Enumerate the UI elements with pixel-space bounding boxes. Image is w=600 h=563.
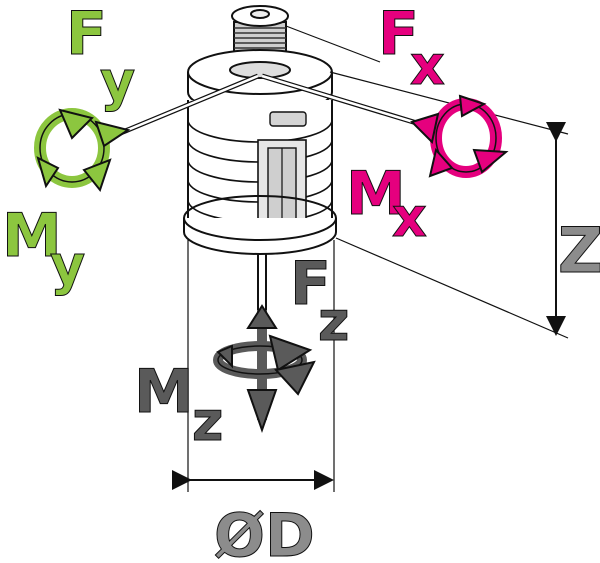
svg-text:z: z [192, 390, 223, 453]
svg-text:x: x [410, 34, 445, 97]
svg-text:F: F [378, 0, 419, 69]
fy-force-line-inner [117, 74, 259, 136]
svg-text:M: M [346, 159, 406, 229]
svg-text:x: x [392, 186, 427, 249]
mx-moment-icon [410, 94, 509, 178]
label-fy: F y [66, 0, 136, 114]
label-mz: M z [134, 357, 224, 454]
label-fx: F x [378, 0, 446, 98]
svg-text:y: y [100, 50, 135, 113]
svg-text:y: y [50, 234, 85, 297]
svg-text:F: F [66, 0, 107, 69]
label-my: M y [2, 201, 86, 298]
fx-force-line-inner [261, 74, 421, 126]
svg-text:M: M [134, 357, 194, 427]
svg-text:z: z [318, 290, 349, 353]
label-mx: M x [346, 159, 428, 250]
label-z: Z [558, 214, 600, 287]
my-moment-icon [34, 108, 131, 193]
svg-text:F: F [290, 249, 331, 319]
extension-lines [187, 25, 569, 492]
label-fz: F z [290, 249, 350, 354]
swivel-joint-drawing [183, 5, 337, 312]
mz-moment-icon [213, 304, 316, 434]
label-diameter: ØD [214, 501, 315, 563]
svg-text:M: M [2, 201, 62, 271]
